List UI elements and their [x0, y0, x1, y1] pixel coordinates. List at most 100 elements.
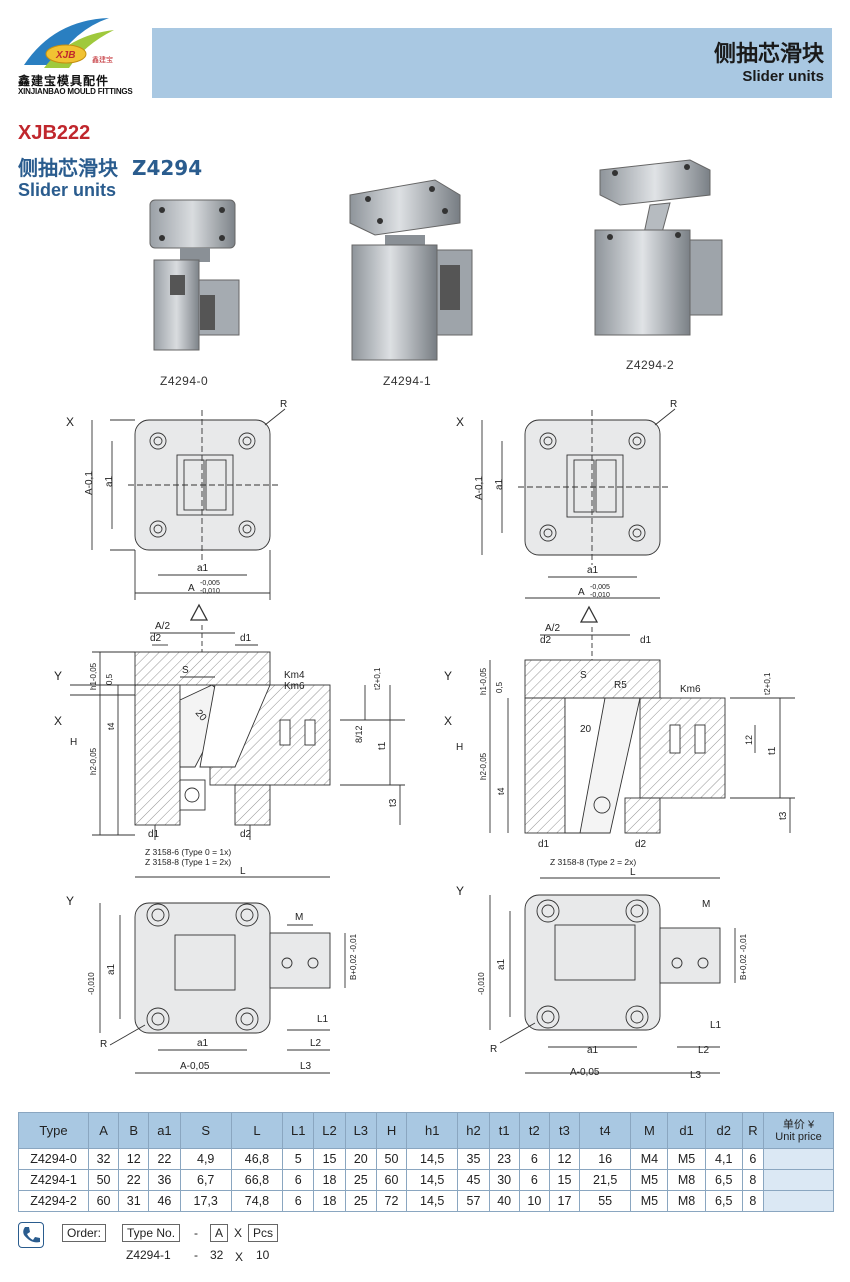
- table-cell: 60: [87, 1190, 120, 1212]
- table-cell: 31: [118, 1190, 150, 1212]
- table-cell: 57: [457, 1190, 490, 1212]
- table-cell: 45: [457, 1169, 490, 1191]
- left-section-view: [70, 603, 405, 840]
- right-label-l: L: [630, 867, 636, 878]
- header-l2: L2: [313, 1112, 346, 1149]
- order-example-a: 32: [210, 1248, 224, 1262]
- table-cell: 15: [313, 1148, 346, 1170]
- table-cell: 60: [375, 1169, 408, 1191]
- logo-mark-icon: XJB 鑫建宝: [24, 18, 114, 68]
- unit-price-cell: [763, 1169, 834, 1191]
- left-label-d2-top: d2: [150, 633, 162, 644]
- left-label-a: A: [188, 583, 195, 594]
- table-cell: 20: [344, 1148, 377, 1170]
- table-cell: 22: [148, 1148, 181, 1170]
- table-cell: 25: [344, 1190, 377, 1212]
- left-label-l: L: [240, 866, 246, 877]
- unit-price-cell: [763, 1148, 834, 1170]
- table-cell: 32: [87, 1148, 120, 1170]
- table-cell: M4: [630, 1148, 669, 1170]
- company-logo: XJB 鑫建宝: [14, 10, 139, 100]
- table-cell: 55: [579, 1190, 632, 1212]
- header-h2: h2: [457, 1112, 490, 1149]
- table-cell: 72: [375, 1190, 408, 1212]
- left-label-a1-bottom: a1: [197, 1038, 209, 1049]
- table-cell: Z4294-1: [18, 1169, 89, 1191]
- table-cell: 8: [741, 1169, 765, 1191]
- right-label-x2: X: [444, 714, 452, 728]
- left-label-a1-vert: a1: [104, 475, 115, 487]
- table-cell: 17,3: [179, 1190, 232, 1212]
- right-label-d1-top: d1: [640, 635, 652, 646]
- table-cell: 10: [518, 1190, 550, 1212]
- header-unit-price: 单价 ¥ Unit price: [763, 1112, 834, 1149]
- unit-price-cell: [763, 1190, 834, 1212]
- table-cell: 5: [282, 1148, 315, 1170]
- header-l: L: [230, 1112, 284, 1149]
- left-label-t3: t3: [388, 798, 399, 807]
- product-code: XJB222: [18, 122, 91, 144]
- right-label-h: H: [456, 742, 463, 753]
- right-label-a1-vert: a1: [494, 478, 505, 490]
- right-label-a2: A/2: [545, 623, 560, 634]
- product-title-cn: 侧抽芯滑块 Z4294: [18, 152, 202, 181]
- left-label-a-lower: -0,010: [200, 588, 220, 595]
- left-label-l3: L3: [300, 1061, 312, 1072]
- header-unit-price-cn: 单价 ¥: [782, 1118, 815, 1131]
- table-cell: M5: [667, 1148, 706, 1170]
- header-m: M: [630, 1112, 669, 1149]
- table-cell: 6,5: [704, 1190, 743, 1212]
- table-cell: 16: [579, 1148, 632, 1170]
- right-label-a-bottom: A-0,05: [570, 1067, 600, 1078]
- right-label-a-lower: -0,010: [590, 592, 610, 599]
- table-cell: M8: [667, 1190, 706, 1212]
- table-cell: 18: [313, 1169, 346, 1191]
- left-label-r-bottom: R: [100, 1039, 107, 1050]
- left-label-d1-top: d1: [240, 633, 252, 644]
- header-t3: t3: [548, 1112, 581, 1149]
- right-label-b: B+0,02 -0,01: [739, 933, 748, 980]
- header-h: H: [375, 1112, 408, 1149]
- table-cell: 50: [87, 1169, 120, 1191]
- header-h1: h1: [406, 1112, 459, 1149]
- left-label-x2: X: [54, 714, 62, 728]
- table-cell: 74,8: [230, 1190, 284, 1212]
- order-example-dash: -: [194, 1248, 198, 1262]
- table-cell: 4,1: [704, 1148, 743, 1170]
- table-cell: 14,5: [406, 1169, 459, 1191]
- left-label-b: B+0,02 -0,01: [349, 933, 358, 980]
- table-cell: 14,5: [406, 1190, 459, 1212]
- header-r: R: [741, 1112, 765, 1149]
- left-label-t1: t1: [377, 741, 388, 750]
- right-label-l3: L3: [690, 1070, 702, 1081]
- product-title-model: Z4294: [131, 156, 203, 180]
- right-label-a01: A-0,1: [474, 476, 485, 500]
- left-label-t4: t4: [106, 722, 116, 730]
- order-type-no: Type No.: [122, 1224, 181, 1242]
- header-t2: t2: [518, 1112, 550, 1149]
- product-photo-z4294-0: [149, 199, 240, 351]
- header-unit-price-en: Unit price: [775, 1130, 822, 1143]
- phone-icon: [18, 1222, 44, 1248]
- table-cell: Z4294-2: [18, 1190, 89, 1212]
- table-cell: 8: [741, 1190, 765, 1212]
- left-label-d1-bottom: d1: [148, 829, 160, 840]
- table-cell: 6: [282, 1169, 315, 1191]
- table-cell: 23: [488, 1148, 520, 1170]
- left-label-x: X: [66, 415, 74, 429]
- right-label-l1: L1: [710, 1020, 722, 1031]
- right-label-r5: R5: [614, 680, 627, 691]
- table-cell: 12: [118, 1148, 150, 1170]
- right-label-a1: a1: [587, 565, 599, 576]
- left-label-s: S: [182, 665, 189, 676]
- left-label-d2-bottom: d2: [240, 829, 252, 840]
- right-label-a-upper: -0,005: [590, 584, 610, 591]
- right-label-m: M: [702, 899, 710, 910]
- table-cell: 22: [118, 1169, 150, 1191]
- left-label-a01: A-0,1: [84, 471, 95, 495]
- left-label-a2: A/2: [155, 621, 170, 632]
- photo-caption-1: Z4294-1: [383, 374, 432, 388]
- header-t4: t4: [579, 1112, 632, 1149]
- table-cell: 50: [375, 1148, 408, 1170]
